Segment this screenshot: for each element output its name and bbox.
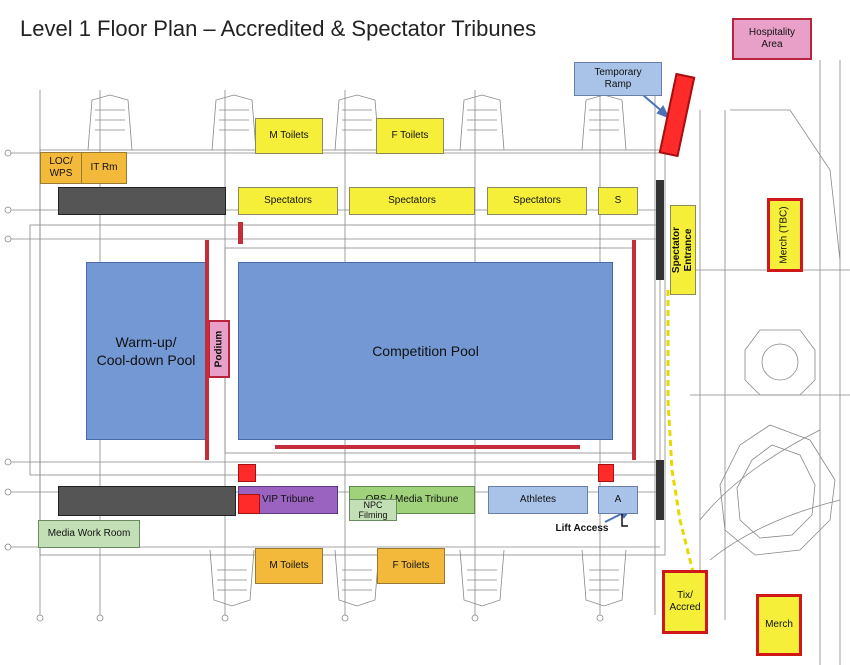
seating-block-bottom-left [58, 486, 236, 516]
athletes-tribune: Athletes [488, 486, 588, 514]
page-title: Level 1 Floor Plan – Accredited & Specta… [20, 16, 537, 41]
spectators-block-s: S [598, 187, 638, 215]
lift-access-label: Lift Access [555, 523, 609, 534]
marker-red-right [598, 464, 614, 482]
hospitality-area: Hospitality Area [732, 18, 812, 60]
podium: Podium [208, 320, 230, 378]
spectators-block-2: Spectators [349, 187, 475, 215]
barrier-left [205, 240, 209, 460]
loc-wps-room: LOC/ WPS [40, 152, 82, 184]
media-work-room: Media Work Room [38, 520, 140, 548]
m-toilets-bottom: M Toilets [255, 548, 323, 584]
ramp-arrow [642, 94, 671, 119]
barrier-top-small [238, 222, 243, 244]
merch-tbc-area: Merch (TBC) [767, 198, 803, 272]
seating-block-top-left [58, 187, 226, 215]
warmup-cooldown-pool: Warm-up/ Cool-down Pool [86, 262, 206, 440]
temporary-ramp-label: Temporary Ramp [574, 62, 662, 96]
merch-booth: Merch [756, 594, 802, 656]
marker-red-vip [238, 494, 260, 514]
tix-accred-booth: Tix/ Accred [662, 570, 708, 634]
npc-filming: NPC Filming [349, 499, 397, 521]
competition-pool: Competition Pool [238, 262, 613, 440]
barrier-bottom [275, 445, 580, 449]
spectators-block-1: Spectators [238, 187, 338, 215]
f-toilets-bottom: F Toilets [377, 548, 445, 584]
spectator-entrance: Spectator Entrance [670, 205, 696, 295]
marker-red-left [238, 464, 256, 482]
spectators-block-3: Spectators [487, 187, 587, 215]
it-room: IT Rm [81, 152, 127, 184]
m-toilets-top: M Toilets [255, 118, 323, 154]
f-toilets-top: F Toilets [376, 118, 444, 154]
athletes-tribune-a: A [598, 486, 638, 514]
barrier-right [632, 240, 636, 460]
